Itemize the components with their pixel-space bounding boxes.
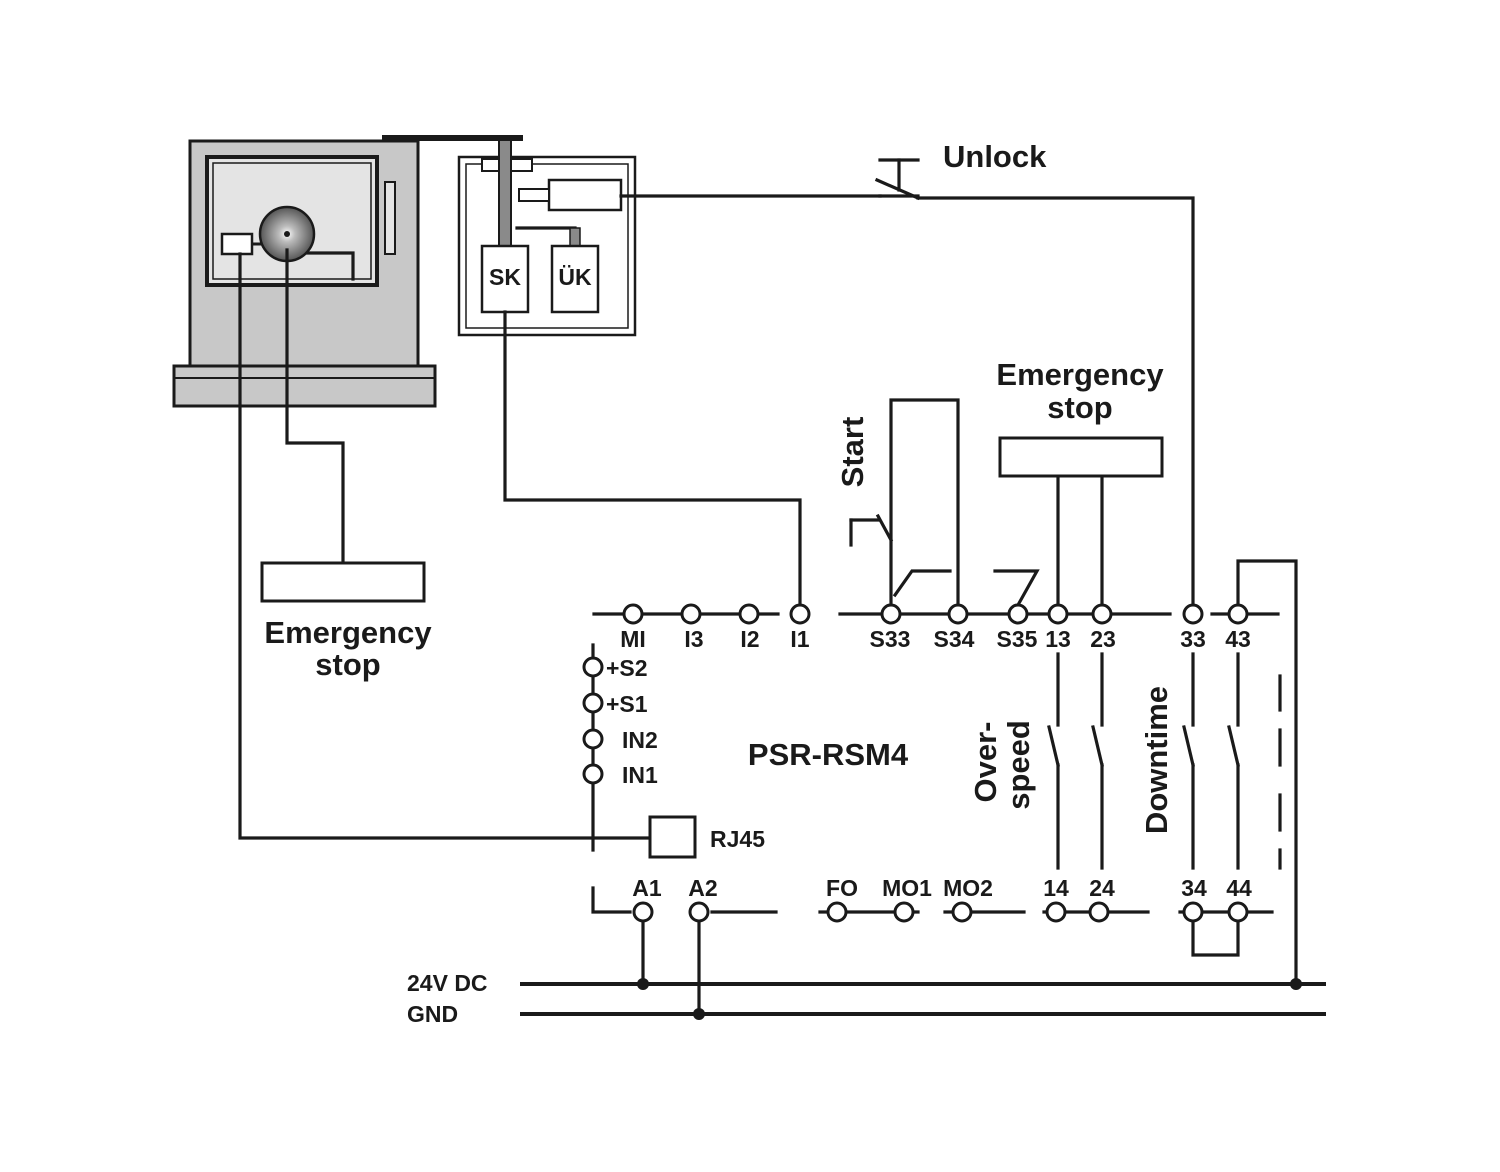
terminal-a1 bbox=[632, 901, 654, 923]
terminal-row-bottom bbox=[632, 901, 1249, 923]
module-name: PSR-RSM4 bbox=[748, 737, 909, 772]
unlock-pushbutton bbox=[874, 158, 921, 201]
terminal-s34 bbox=[947, 603, 969, 625]
switch-uk-label: ÜK bbox=[558, 264, 592, 290]
terminal-mo1 bbox=[893, 901, 915, 923]
label-s33: S33 bbox=[870, 626, 911, 652]
supply-24v-label: 24V DC bbox=[407, 970, 488, 996]
terminal-13 bbox=[1047, 603, 1069, 625]
terminal-s1 bbox=[582, 692, 604, 714]
switch-uk bbox=[550, 244, 600, 314]
sensor-icon bbox=[220, 232, 254, 256]
label-i3: I3 bbox=[684, 626, 703, 652]
label-a2: A2 bbox=[688, 875, 717, 901]
label-23: 23 bbox=[1090, 626, 1116, 652]
terminal-24 bbox=[1088, 901, 1110, 923]
terminal-labels-bottom: A1 A2 FO MO1 MO2 14 24 34 44 bbox=[632, 875, 1252, 901]
label-14: 14 bbox=[1043, 875, 1069, 901]
terminal-in1 bbox=[582, 763, 604, 785]
supply-gnd-label: GND bbox=[407, 1001, 458, 1027]
wires bbox=[238, 194, 1298, 1016]
label-33: 33 bbox=[1180, 626, 1206, 652]
terminal-14 bbox=[1045, 901, 1067, 923]
terminal-23 bbox=[1091, 603, 1113, 625]
unlock-label: Unlock bbox=[943, 139, 1047, 174]
overspeed-label-line2: speed bbox=[1001, 720, 1036, 810]
label-fo: FO bbox=[826, 875, 858, 901]
emergency-stop-top bbox=[998, 436, 1164, 478]
terminal-fo bbox=[826, 901, 848, 923]
supply-bus bbox=[520, 978, 1326, 1020]
terminal-33 bbox=[1182, 603, 1204, 625]
label-s34: S34 bbox=[934, 626, 975, 652]
machine bbox=[172, 135, 523, 408]
emergency-stop-top-label-line1: Emergency bbox=[996, 357, 1164, 392]
label-mo2: MO2 bbox=[943, 875, 993, 901]
terminal-s2 bbox=[582, 656, 604, 678]
switch-sk bbox=[480, 244, 530, 314]
terminal-s35 bbox=[1007, 603, 1029, 625]
rj45-port bbox=[648, 815, 697, 859]
label-a1: A1 bbox=[632, 875, 662, 901]
label-i2: I2 bbox=[740, 626, 759, 652]
start-label: Start bbox=[835, 417, 870, 488]
terminal-s33 bbox=[880, 603, 902, 625]
label-34: 34 bbox=[1181, 875, 1207, 901]
terminal-44 bbox=[1227, 901, 1249, 923]
terminal-i2 bbox=[738, 603, 760, 625]
overspeed-label-line1: Over- bbox=[968, 722, 1003, 803]
label-44: 44 bbox=[1226, 875, 1252, 901]
label-i1: I1 bbox=[790, 626, 809, 652]
downtime-label: Downtime bbox=[1139, 686, 1174, 834]
terminal-labels-top: MI I3 I2 I1 S33 S34 S35 13 23 33 43 bbox=[620, 626, 1251, 652]
emergency-stop-left bbox=[260, 561, 426, 603]
terminal-in2 bbox=[582, 728, 604, 750]
label-s1: +S1 bbox=[606, 691, 648, 717]
terminal-43 bbox=[1227, 603, 1249, 625]
label-mo1: MO1 bbox=[882, 875, 932, 901]
label-in2: IN2 bbox=[622, 727, 658, 753]
terminal-a2 bbox=[688, 901, 710, 923]
rj45-label: RJ45 bbox=[710, 826, 765, 852]
terminal-34 bbox=[1182, 901, 1204, 923]
emergency-stop-left-label-line1: Emergency bbox=[264, 615, 432, 650]
label-s35: S35 bbox=[997, 626, 1038, 652]
label-in1: IN1 bbox=[622, 762, 658, 788]
door-switch: SK ÜK bbox=[457, 139, 637, 337]
label-43: 43 bbox=[1225, 626, 1251, 652]
label-s2: +S2 bbox=[606, 655, 648, 681]
emergency-stop-top-label-line2: stop bbox=[1047, 390, 1112, 425]
terminal-row-top bbox=[622, 603, 1249, 625]
label-mi: MI bbox=[620, 626, 646, 652]
label-13: 13 bbox=[1045, 626, 1071, 652]
label-24: 24 bbox=[1089, 875, 1115, 901]
switch-sk-label: SK bbox=[489, 264, 521, 290]
terminal-column-left: +S2 +S1 IN2 IN1 bbox=[582, 655, 658, 788]
emergency-stop-left-label-line2: stop bbox=[315, 647, 380, 682]
terminal-mi bbox=[622, 603, 644, 625]
terminal-i1 bbox=[789, 603, 811, 625]
terminal-i3 bbox=[680, 603, 702, 625]
terminal-mo2 bbox=[951, 901, 973, 923]
